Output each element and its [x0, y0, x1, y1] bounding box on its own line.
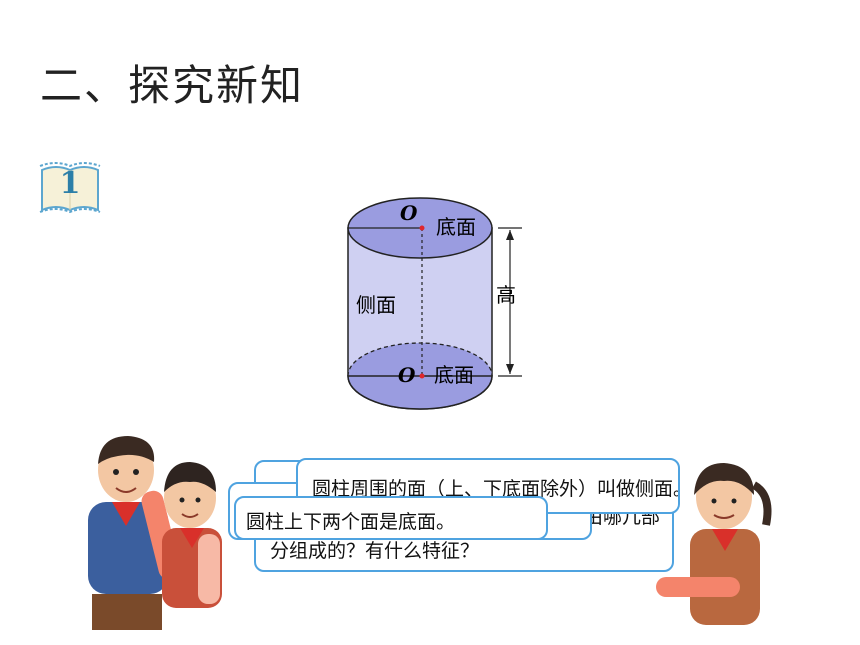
bottom-base-label: 底面: [434, 363, 474, 387]
bottom-base-back: [347, 342, 493, 377]
bases-text: 圆柱上下两个面是底面。: [246, 511, 456, 533]
page-title: 二、探究新知: [40, 61, 305, 110]
side-label: 侧面: [356, 293, 396, 317]
top-center-dot: [419, 225, 425, 231]
cylinder-diagram: O 底面 侧面 高 O 底面: [347, 197, 522, 410]
bottom-center-label: O: [398, 363, 416, 387]
top-base-label: 底面: [436, 215, 476, 239]
bottom-center-dot: [419, 373, 425, 379]
book-icon: [39, 162, 101, 214]
bottom-base: [347, 375, 493, 410]
question-line2: 分组成的？有什么特征？: [270, 540, 480, 562]
height-label: 高: [496, 283, 516, 307]
children-left-illustration: [88, 436, 222, 630]
example-number: 1: [59, 166, 81, 201]
top-center-label: O: [400, 201, 418, 225]
bases-bubble: 圆柱上下两个面是底面。: [234, 496, 548, 540]
child-right-illustration: [656, 463, 772, 625]
side-description-text: 圆柱周围的面（上、下底面除外）叫做侧面。: [312, 478, 680, 500]
